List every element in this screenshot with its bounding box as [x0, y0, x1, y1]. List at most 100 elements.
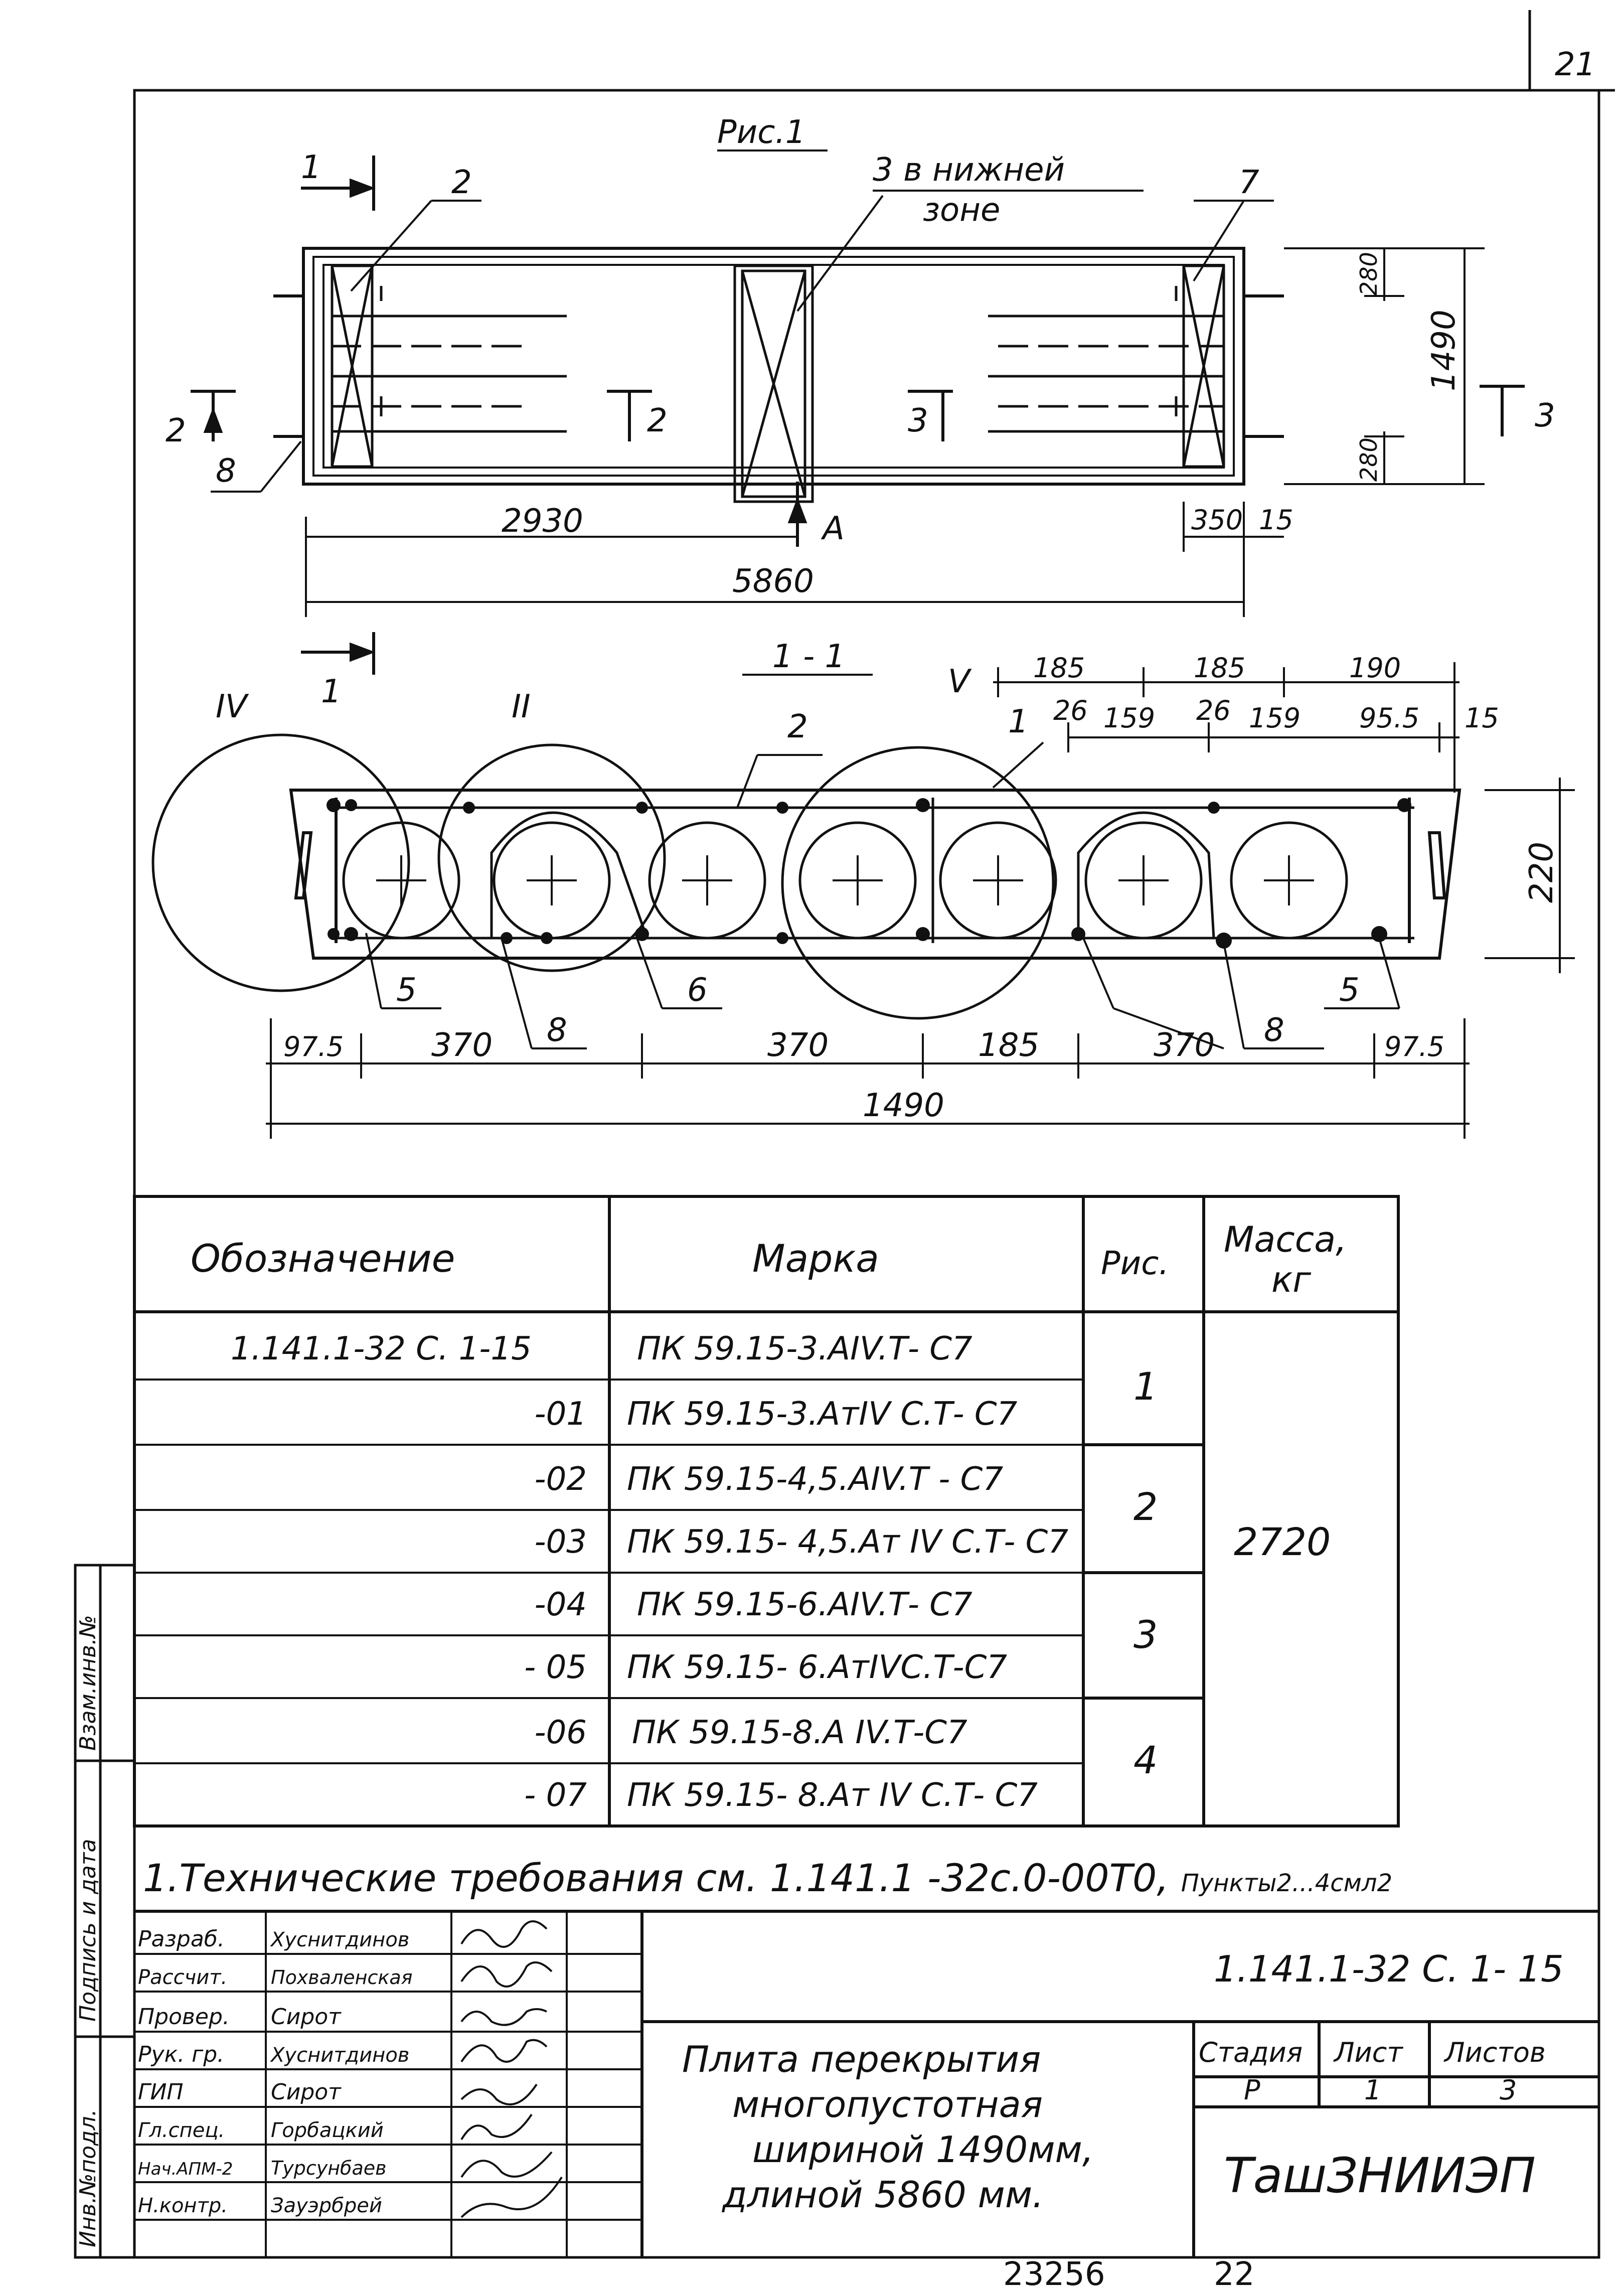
dim-2930: 2930 [502, 503, 583, 540]
dim-top-26-b: 26 [1196, 695, 1231, 726]
role-0: Разраб. [138, 1926, 225, 1952]
role-1: Рассчит. [138, 1966, 227, 1989]
figure-cell-3: 3 [1133, 1612, 1158, 1657]
name-2: Сирот [271, 2004, 342, 2030]
dim-top-159-b: 159 [1249, 702, 1301, 734]
dim-280-top: 280 [1355, 252, 1382, 296]
dim-top-159-a: 159 [1103, 702, 1155, 734]
roman-V: V [948, 663, 972, 700]
side-label-inv: Инв.№подл. [75, 2109, 101, 2247]
page-number: 21 [1555, 46, 1595, 83]
section-mark-2-left: 2 [166, 412, 186, 449]
title-block-roles: Разраб. Хуснитдинов Рассчит. Похваленска… [138, 1926, 413, 2217]
section-callout-5-right: 5 [1339, 972, 1360, 1009]
dim-280-bottom: 280 [1355, 437, 1382, 482]
role-5: Гл.спец. [138, 2119, 225, 2142]
section-callout-2: 2 [787, 708, 808, 745]
sheet-value: 1 [1364, 2074, 1381, 2106]
dim-top-26-a: 26 [1053, 695, 1088, 726]
figure-title: Рис.1 [717, 114, 805, 151]
table-rows: 1.141.1-32 С. 1-15 ПК 59.15-3.АIV.Т- С7 … [231, 1330, 1068, 1814]
section-mark-1-bottom: 1 [321, 673, 342, 710]
section-mark-3-right: 3 [1535, 397, 1555, 434]
mark-row-7: ПК 59.15- 8.Ат IV С.Т- С7 [627, 1777, 1038, 1814]
figure-cell-1: 1 [1133, 1364, 1158, 1409]
product-title-line-2: многопустотная [732, 2083, 1043, 2125]
dim-bottom-370-b: 370 [767, 1027, 829, 1064]
designation-row-5: - 05 [524, 1649, 587, 1686]
plan-view: Рис.1 3 в нижней зоне [166, 114, 1555, 617]
section-callout-5-left: 5 [396, 972, 417, 1009]
side-stamp: Инв.№подл. Подпись и дата Взам.инв.№ [74, 1564, 136, 2259]
note-bottom-zone-2: зоне [923, 192, 1000, 229]
dim-350: 350 [1191, 504, 1243, 536]
section-callout-8-right: 8 [1264, 1012, 1284, 1049]
dim-bottom-370-a: 370 [431, 1027, 493, 1064]
section-callout-8-left: 8 [547, 1012, 567, 1049]
mark-row-0: ПК 59.15-3.АIV.Т- С7 [637, 1330, 972, 1367]
role-2: Провер. [138, 2004, 230, 2030]
mesh-right [988, 264, 1225, 468]
designation-row-0: 1.141.1-32 С. 1-15 [231, 1330, 532, 1367]
side-label-replace: Взам.инв.№ [75, 1615, 101, 1751]
section-callout-6: 6 [687, 972, 708, 1009]
header-designation: Обозначение [191, 1236, 455, 1281]
section-mark-3-left: 3 [908, 402, 928, 439]
mark-row-1: ПК 59.15-3.АтIV С.Т- С7 [627, 1396, 1018, 1433]
sheet-frame [133, 10, 1615, 2259]
hollow-cores [342, 798, 1348, 943]
section-callout-1: 1 [1008, 703, 1029, 740]
section-view: 1 - 1 1 IV II V [151, 632, 1575, 1139]
mark-row-3: ПК 59.15- 4,5.Ат IV С.Т- С7 [627, 1523, 1068, 1561]
sheets-value: 3 [1500, 2074, 1517, 2106]
name-5: Горбацкий [271, 2119, 384, 2142]
document-code: 1.141.1-32 С. 1- 15 [1214, 1948, 1564, 1990]
dim-bottom-185: 185 [978, 1027, 1039, 1064]
designation-row-3: -03 [534, 1523, 587, 1561]
mark-row-4: ПК 59.15-6.АIV.Т- С7 [637, 1586, 972, 1623]
signatures [460, 1920, 563, 2218]
dim-15: 15 [1259, 504, 1293, 536]
callout-7: 7 [1239, 164, 1259, 201]
product-title-line-4: длиной 5860 мм. [721, 2174, 1044, 2216]
dim-bottom-97-5-left: 97.5 [283, 1031, 344, 1062]
figure-cell-4: 4 [1133, 1738, 1158, 1782]
role-6: Нач.АПМ-2 [138, 2159, 233, 2179]
mesh-left [331, 264, 567, 468]
dim-bottom-370-c: 370 [1154, 1027, 1215, 1064]
mark-row-5: ПК 59.15- 6.АтIVС.Т-С7 [627, 1649, 1007, 1686]
section-title: 1 - 1 [772, 638, 845, 675]
designation-row-4: -04 [534, 1586, 587, 1623]
name-7: Зауэрбрей [271, 2194, 382, 2217]
footer-number: 23256 [1003, 2256, 1105, 2288]
dim-top-15: 15 [1465, 702, 1499, 734]
stage-value: Р [1244, 2074, 1260, 2106]
technical-note-small: Пункты2...4смл2 [1181, 1869, 1392, 1897]
role-3: Рук. гр. [138, 2042, 224, 2067]
note-bottom-zone: 3 в нижней [873, 151, 1065, 189]
stage-header: Стадия [1199, 2037, 1303, 2068]
header-mass-unit: кг [1271, 1259, 1312, 1300]
header-figure: Рис. [1101, 1245, 1169, 1282]
section-mark-1-top: 1 [301, 149, 321, 186]
mesh-centre [733, 264, 814, 503]
arrow-A-label: A [821, 510, 845, 547]
slab-outline [302, 247, 1245, 486]
roman-IV: IV [216, 688, 249, 725]
mark-row-2: ПК 59.15-4,5.АIV.Т - С7 [627, 1461, 1003, 1498]
roman-II: II [512, 688, 531, 725]
dim-5860: 5860 [732, 563, 814, 600]
specification-table: Обозначение Марка Рис. Масса, кг 1.141.1… [133, 1195, 1400, 1827]
dim-height-220: 220 [1523, 842, 1560, 903]
role-7: Н.контр. [138, 2194, 228, 2217]
callout-2: 2 [451, 164, 472, 201]
technical-note: 1.Технические требования см. 1.141.1 -32… [143, 1856, 1392, 1900]
dim-bottom-97-5-right: 97.5 [1384, 1031, 1444, 1062]
designation-row-7: - 07 [524, 1777, 587, 1814]
product-title-line-3: шириной 1490мм, [752, 2128, 1094, 2171]
footer-format: 22 [1214, 2256, 1254, 2288]
organization: ТашЗНИИЭП [1224, 2148, 1536, 2204]
name-3: Хуснитдинов [270, 2044, 409, 2067]
designation-row-1: -01 [534, 1396, 587, 1433]
